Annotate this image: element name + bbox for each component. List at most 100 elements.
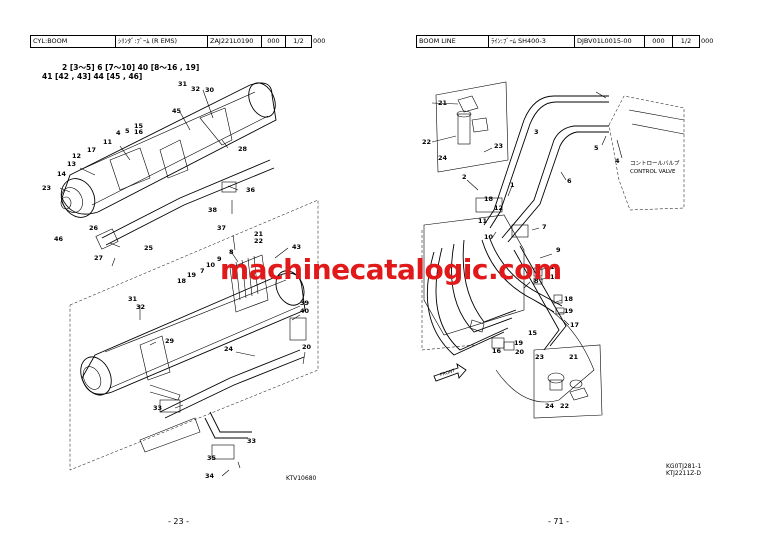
right-label-13: 13 [550, 263, 560, 271]
right-header-box: BOOM LINE ﾗｲﾝ:ﾌﾞｰﾑ SH400-3 DJBV01L0015-0… [416, 35, 700, 48]
left-label-9: 9 [217, 255, 222, 263]
right-label-9: 9 [556, 246, 561, 254]
lower-region-outline [69, 199, 319, 471]
left-header-tail: 000 [313, 37, 326, 45]
right-label-17: 17 [570, 321, 580, 329]
right-header-sheet: 1/2 [680, 37, 692, 45]
left-header-rev: 000 [262, 36, 286, 47]
left-label-30: 30 [205, 86, 215, 94]
right-label-23a: 23 [494, 142, 504, 150]
left-label-17: 17 [87, 146, 97, 154]
control-valve-box [608, 95, 685, 211]
right-label-24b: 24 [545, 402, 555, 410]
left-catalog-page: CYL:BOOM ｼﾘﾝﾀﾞ:ﾌﾞｰﾑ (R EMS) ZAJ221L0190 … [30, 35, 326, 526]
left-label-16: 16 [134, 128, 144, 136]
right-label-11: 11 [478, 217, 488, 225]
pipe-6 [501, 125, 609, 243]
left-label-39: 39 [300, 299, 310, 307]
left-header-part-code: ZAJ221L0190 [208, 36, 262, 47]
right-label-16: 16 [492, 347, 502, 355]
control-valve-en-label: CONTROL VALVE [630, 169, 676, 175]
right-header-rev: 000 [645, 36, 673, 47]
left-header-box: CYL:BOOM ｼﾘﾝﾀﾞ:ﾌﾞｰﾑ (R EMS) ZAJ221L0190 … [30, 35, 312, 48]
left-label-8: 8 [229, 248, 234, 256]
left-header-section: CYL:BOOM [31, 36, 116, 47]
upper-cylinder [60, 82, 277, 218]
right-label-6: 6 [567, 177, 572, 185]
right-page-number: - 71 - [548, 517, 570, 526]
front-arrow [433, 362, 467, 382]
right-figure-code-1: KG0TJ281-1 [666, 463, 702, 470]
watermark-text: machinecatalogic.com [220, 253, 562, 286]
right-label-18a: 18 [484, 195, 494, 203]
boom-cylinder-drawing [59, 82, 319, 477]
left-label-46: 46 [54, 235, 64, 243]
right-label-21a: 21 [438, 99, 448, 107]
left-label-18: 18 [177, 277, 187, 285]
right-label-12: 12 [494, 204, 504, 212]
left-label-10: 10 [206, 261, 216, 269]
left-label-22: 22 [254, 237, 264, 245]
left-figure-code: KTV10680 [286, 475, 317, 482]
right-label-18b: 18 [564, 295, 574, 303]
right-header-section: BOOM LINE [417, 36, 489, 47]
left-label-4: 4 [116, 129, 121, 137]
right-label-5: 5 [594, 144, 599, 152]
pipe-3 [483, 95, 609, 229]
left-label-31b: 31 [128, 295, 138, 303]
left-label-32b: 32 [136, 303, 146, 311]
left-label-38: 38 [208, 206, 218, 214]
right-label-8: 8 [534, 277, 539, 285]
right-label-2: 2 [462, 173, 467, 181]
upper-pipe [95, 159, 275, 250]
right-label-19a: 19 [564, 307, 574, 315]
right-label-10a: 10 [484, 233, 494, 241]
left-label-45: 45 [172, 107, 182, 115]
right-label-19b: 19 [514, 339, 524, 347]
left-label-24: 24 [224, 345, 234, 353]
main-bracket [421, 197, 529, 351]
left-label-19: 19 [187, 271, 197, 279]
right-label-3: 3 [534, 128, 539, 136]
left-group-line-1: 2 [3～5] 6 [7～10] 40 [8～16 , 19] [62, 63, 200, 72]
left-label-40: 40 [300, 307, 310, 315]
left-label-14: 14 [57, 170, 67, 178]
left-label-15: 15 [134, 122, 144, 130]
right-header-part-code: DJBV01L0015-00 [575, 36, 645, 47]
left-label-43: 43 [292, 243, 302, 251]
right-header-tail: 000 [701, 37, 714, 45]
left-leader-lines [59, 89, 306, 477]
left-label-29: 29 [165, 337, 175, 345]
left-label-7: 7 [200, 267, 205, 275]
left-label-13: 13 [67, 160, 77, 168]
hoses [426, 235, 595, 403]
right-label-23b: 23 [535, 353, 545, 361]
left-label-5: 5 [125, 127, 130, 135]
left-group-line-2: 41 [42 , 43] 44 [45 , 46] [42, 72, 143, 81]
left-label-37: 37 [217, 224, 227, 232]
left-label-35: 35 [207, 454, 217, 462]
right-header-title: ﾗｲﾝ:ﾌﾞｰﾑ SH400-3 [489, 36, 575, 47]
right-label-14: 14 [550, 273, 560, 281]
lower-inset [533, 344, 603, 419]
right-label-22b: 22 [560, 402, 570, 410]
left-label-21: 21 [254, 230, 264, 238]
left-label-33b: 33 [247, 437, 257, 445]
left-label-27: 27 [94, 254, 104, 262]
left-label-23: 23 [42, 184, 52, 192]
left-label-11: 11 [103, 138, 113, 146]
left-label-26: 26 [89, 224, 99, 232]
right-leader-lines [431, 91, 623, 326]
left-header-sheet: 1/2 [293, 37, 304, 45]
left-label-34: 34 [205, 472, 215, 480]
left-header-title: ｼﾘﾝﾀﾞ:ﾌﾞｰﾑ (R EMS) [116, 36, 208, 47]
left-page-number: - 23 - [168, 517, 190, 526]
right-label-22a: 22 [422, 138, 432, 146]
boom-line-drawing [421, 81, 685, 419]
left-label-28: 28 [238, 145, 248, 153]
left-label-33a: 33 [153, 404, 163, 412]
right-label-15: 15 [528, 329, 538, 337]
right-label-7: 7 [542, 223, 547, 231]
lower-pipe [139, 317, 307, 460]
right-label-4: 4 [615, 157, 620, 165]
